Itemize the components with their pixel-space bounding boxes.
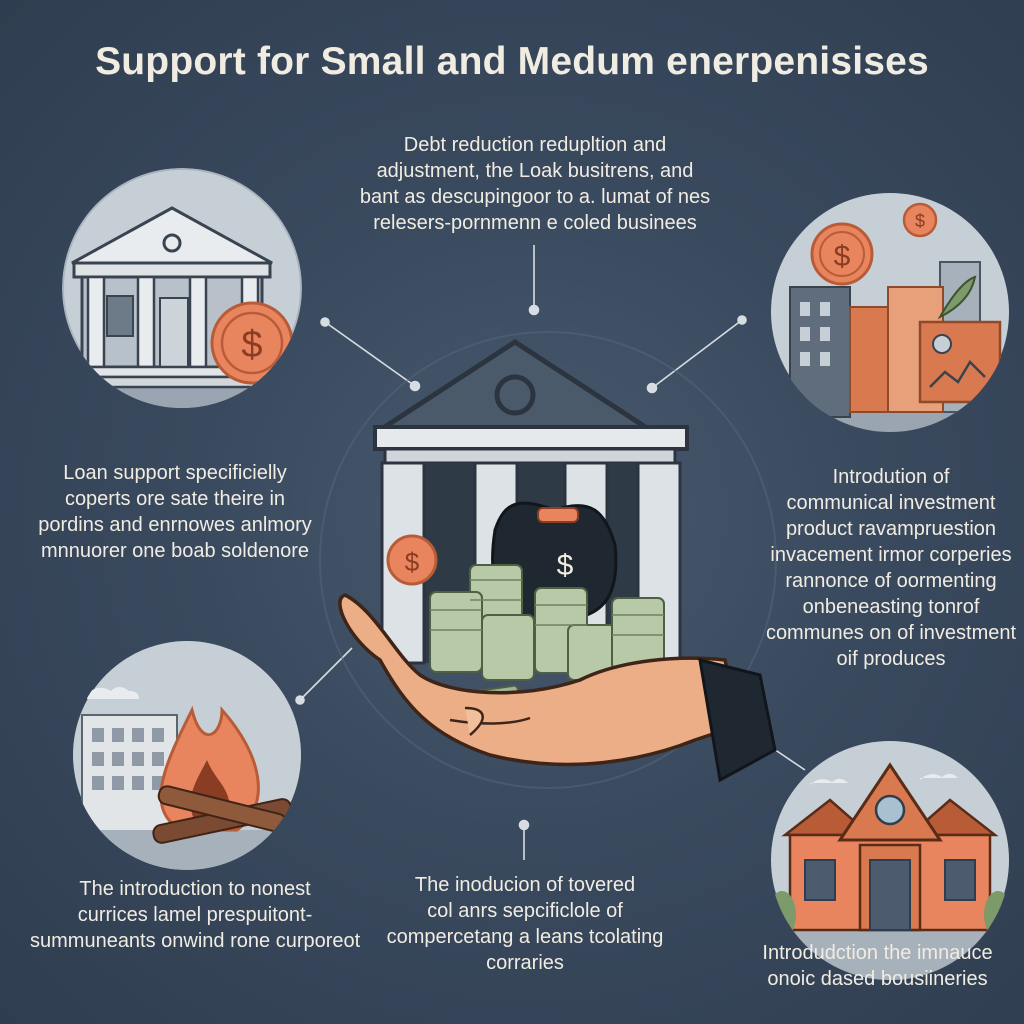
connector-dot-top [528, 304, 540, 316]
currency-symbol: $ [557, 549, 574, 582]
text-block-bottom-left: The introduction to nonest currices lame… [30, 876, 360, 954]
text-line: oif produces [836, 648, 946, 670]
connector-top-left [324, 321, 416, 387]
text-line: compercetang a leans tcolating [386, 926, 664, 948]
text-line: communical investment [786, 492, 996, 514]
text-line: coperts ore sate theire in [64, 488, 286, 510]
text-line: The inoducion of tovered [414, 874, 636, 896]
text-line: Loan support specificielly [63, 462, 287, 484]
text-line: col anrs sepcificlole of [427, 900, 623, 922]
connector-top-right [651, 319, 743, 389]
text-line: bant as descupingoor to a. lumat of nes [359, 186, 711, 208]
text-block-top: Debt reduction redupltion and adjustment… [355, 132, 715, 236]
text-line: onoic dased bousiineries [767, 968, 988, 990]
text-line: invacement irmor corperies [770, 544, 1012, 566]
text-line: Debt reduction redupltion and [403, 134, 667, 156]
city-buildings-with-coin-icon: $ $ [770, 193, 1010, 432]
text-line: mnnuorer one boab soldenore [41, 540, 309, 562]
text-line: corraries [486, 952, 564, 974]
connector-dot-top-right-a [737, 315, 747, 325]
text-line: communes on of investment [765, 622, 1017, 644]
connector-bottom-left [299, 647, 353, 701]
text-line: product ravampruestion [785, 518, 997, 540]
text-block-right: Introdution of communical investment pro… [760, 464, 1022, 672]
connector-dot-top-left-a [320, 317, 330, 327]
currency-symbol: $ [405, 547, 420, 577]
bank-building-with-coin-icon: $ [62, 168, 302, 408]
connector-dot-bottom-left [295, 695, 305, 705]
text-line: rannonce of oormenting [785, 570, 997, 592]
text-block-bottom-center: The inoducion of tovered col anrs sepcif… [370, 872, 680, 976]
connector-dot-top-right-b [646, 382, 658, 394]
house-building-icon [770, 741, 1010, 980]
text-line: Introdudction the imnauce [762, 942, 993, 964]
text-block-bottom-right: Introdudction the imnauce onoic dased bo… [735, 940, 1020, 992]
hand-holding-bank-money-icon: $ $ [338, 339, 777, 783]
center-glow-ring [319, 331, 777, 789]
text-line: summuneants onwind rone curporeot [30, 930, 361, 952]
text-line: adjustment, the Loak busitrens, and [376, 160, 694, 182]
text-line: pordins and enrnowes anlmory [38, 514, 312, 536]
text-block-left: Loan support specificielly coperts ore s… [20, 460, 330, 564]
connector-dot-bottom-center [518, 819, 530, 831]
currency-symbol: $ [834, 240, 851, 273]
text-line: onbeneasting tonrof [802, 596, 980, 618]
page-title: Support for Small and Medum enerpenisise… [95, 40, 929, 83]
connector-dot-top-left-b [409, 380, 421, 392]
text-line: currices lamel prespuitont- [77, 904, 313, 926]
currency-symbol: $ [241, 324, 262, 366]
text-line: The introduction to nonest [79, 878, 311, 900]
text-line: Introdution of [832, 466, 950, 488]
currency-symbol: $ [915, 211, 925, 231]
city-with-fire-icon [72, 641, 302, 870]
text-line: relesers-pornmenn e coled businees [373, 212, 697, 234]
